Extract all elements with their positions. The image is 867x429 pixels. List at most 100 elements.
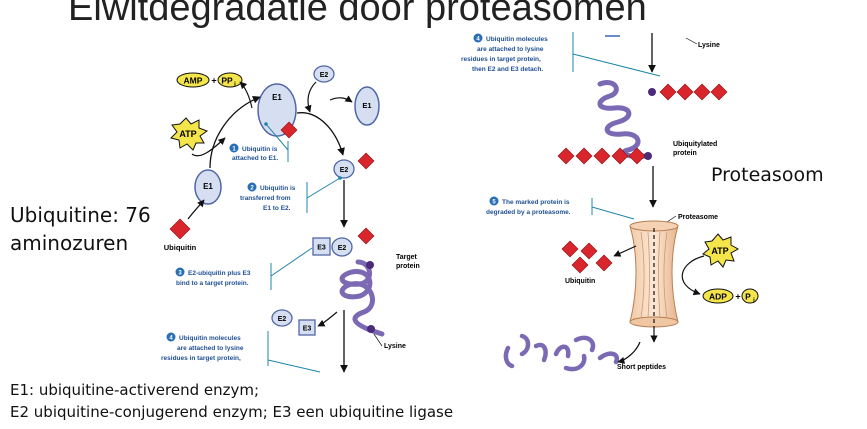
target-protein-label: Target <box>396 254 418 261</box>
ubiquitin-diamond <box>693 83 711 101</box>
adp-pi-label: ADP + P i <box>702 288 759 304</box>
ubiquitin-diamond <box>169 218 191 240</box>
target-protein-label: protein <box>396 263 420 270</box>
ubiquitine-info: Ubiquitine: 76 aminozuren <box>10 201 151 257</box>
step-1-label: 1 Ubiquitin is attached to E1. <box>229 143 278 162</box>
svg-text:AMP: AMP <box>184 76 203 86</box>
svg-text:E1: E1 <box>203 182 213 191</box>
lysine-label: Lysine <box>698 42 720 49</box>
ubiquitin-pathway-diagram: AMP + PP i ATP E1 E1 Ubiquitin E2 E1 <box>161 32 759 373</box>
lysine-residue <box>644 152 652 160</box>
arrow <box>304 81 317 113</box>
leader-line <box>591 206 635 220</box>
lysine-residue <box>366 261 374 269</box>
proteasome-label: Proteasome <box>678 214 718 221</box>
ubiquitin-diamond <box>710 83 728 101</box>
e1-enzyme: E1 <box>354 86 380 126</box>
svg-text:E3: E3 <box>317 245 326 252</box>
ubiquitin-diamond <box>580 242 598 260</box>
ubiquitine-info-line: Ubiquitine: 76 <box>10 203 151 227</box>
ubiquitine-info-line: aminozuren <box>10 231 129 255</box>
leader-line <box>572 53 661 77</box>
svg-text:ATP: ATP <box>711 246 728 256</box>
ubiquitin-diamond <box>595 254 613 272</box>
leader-line <box>685 37 698 45</box>
target-protein-coil <box>339 259 385 337</box>
svg-text:The marked protein is: The marked protein is <box>502 199 570 206</box>
svg-text:i: i <box>234 82 236 88</box>
e2-enzyme: E2 <box>313 65 335 83</box>
leader-dot <box>338 176 342 180</box>
ubiquitin-diamond <box>571 256 589 274</box>
svg-text:i: i <box>753 298 755 304</box>
ubiquitin-diamond <box>357 152 375 170</box>
svg-text:E1 to E2.: E1 to E2. <box>263 205 291 212</box>
svg-text:then E2 and E3 detach.: then E2 and E3 detach. <box>472 66 543 73</box>
arrow <box>187 199 205 220</box>
svg-text:are attached to lysine: are attached to lysine <box>477 46 544 53</box>
arrow <box>191 137 226 157</box>
ubiquitin-diamond <box>280 121 298 139</box>
arrow <box>317 311 338 327</box>
ubiquitin-label: Ubiquitin <box>164 243 197 252</box>
svg-text:E2-ubiquitin plus E3: E2-ubiquitin plus E3 <box>188 270 251 277</box>
svg-text:E1: E1 <box>362 101 371 110</box>
ubiquitin-diamond <box>561 240 579 258</box>
step-2-label: 2 Ubiquitin is transferred from E1 to E2… <box>240 182 296 212</box>
svg-text:residues in target protein,: residues in target protein, <box>161 355 241 362</box>
e2-enzyme: E2 <box>333 159 355 179</box>
svg-text:E2: E2 <box>278 316 287 323</box>
svg-text:P: P <box>745 292 751 302</box>
short-peptides-label: Short peptides <box>617 364 666 371</box>
svg-text:E1: E1 <box>272 93 282 102</box>
e2-enzyme: E2 <box>271 309 293 327</box>
svg-text:Ubiquitin is: Ubiquitin is <box>260 185 296 192</box>
lysine-residue <box>367 325 375 333</box>
svg-text:degraded by a proteasome.: degraded by a proteasome. <box>486 209 571 216</box>
svg-text:4: 4 <box>169 336 173 342</box>
ubiquitin-diamond <box>659 83 677 101</box>
step-4-label: 4 Ubiquitin molecules are attached to ly… <box>161 332 244 362</box>
step-4-label: 4 Ubiquitin molecules are attached to ly… <box>461 33 548 73</box>
svg-text:E2: E2 <box>320 72 329 79</box>
ubiquitylated-protein-label: Ubiquitylated <box>673 141 717 148</box>
svg-text:attached to E1.: attached to E1. <box>232 155 278 162</box>
enzyme-legend: E1: ubiquitine-activerend enzym; E2 ubiq… <box>10 379 453 423</box>
e3-e2-complex: E3 E2 <box>312 237 353 257</box>
svg-text:5: 5 <box>492 200 496 206</box>
arrow <box>329 95 353 103</box>
svg-text:residues in target protein,: residues in target protein, <box>461 56 541 63</box>
svg-text:+: + <box>211 76 216 86</box>
svg-text:PP: PP <box>221 76 233 86</box>
leader-line <box>267 359 321 373</box>
svg-text:Ubiquitin is: Ubiquitin is <box>242 146 278 153</box>
step-5-label: 5 The marked protein is degraded by a pr… <box>486 196 571 216</box>
svg-text:+: + <box>735 292 740 302</box>
ubiquitylated-protein-coil <box>597 80 649 159</box>
e1-enzyme: E1 <box>194 169 222 205</box>
leader-line <box>306 177 341 199</box>
e3-enzyme: E3 <box>298 319 316 336</box>
svg-text:1: 1 <box>232 147 236 153</box>
ubiquitin-diamond <box>557 147 575 165</box>
svg-text:E2: E2 <box>338 245 347 252</box>
proteasome-barrel <box>629 220 679 330</box>
leader-dot <box>264 122 268 126</box>
ubiquitin-diamond <box>593 147 611 165</box>
arrow <box>681 255 705 296</box>
svg-text:ADP: ADP <box>709 292 727 302</box>
svg-text:ATP: ATP <box>179 129 196 139</box>
svg-text:are attached to lysine: are attached to lysine <box>177 345 244 352</box>
amp-pp-label: AMP + PP i <box>176 72 243 88</box>
svg-text:transferred from: transferred from <box>240 195 291 202</box>
leader-line <box>265 123 289 151</box>
short-peptides <box>503 333 620 372</box>
e1-enzyme: E1 <box>257 83 297 137</box>
lysine-residue <box>648 88 656 96</box>
ubiquitin-diamond <box>357 227 375 245</box>
svg-text:Ubiquitin molecules: Ubiquitin molecules <box>486 36 548 43</box>
atp-burst: ATP <box>170 117 209 151</box>
atp-burst: ATP <box>702 233 740 268</box>
arrow <box>239 81 253 109</box>
legend-line-e1: E1: ubiquitine-activerend enzym; <box>10 381 260 399</box>
